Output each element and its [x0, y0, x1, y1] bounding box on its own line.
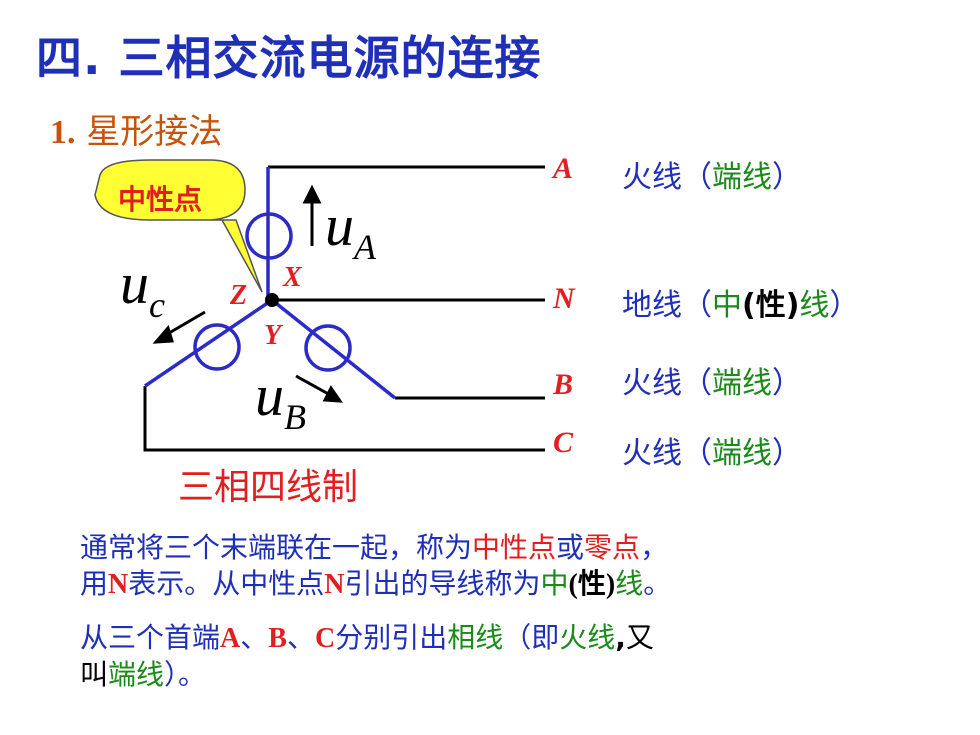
line-b-desc-3: ） [772, 366, 802, 401]
neutral-node [265, 293, 279, 307]
para1-text-5: 表示。从中性点 [128, 567, 325, 600]
line-a-desc-3: ） [772, 160, 802, 195]
terminal-c-label: C [553, 426, 574, 459]
line-b-desc-2: 端线 [712, 366, 772, 401]
coil-b [304, 324, 352, 372]
para2-text-2: 分别引出 [335, 621, 448, 654]
ua-sub: A [354, 227, 376, 267]
coil-a [245, 212, 293, 260]
line-n-desc-5: ） [829, 288, 860, 323]
line-n-desc-3: (性) [742, 288, 800, 323]
node-x-label: X [283, 262, 302, 293]
line-c-desc: 火线（端线） [622, 428, 802, 472]
para2-text-1: 从三个首端 [80, 621, 221, 654]
line-n-desc: 地线（中(性)线） [622, 280, 859, 324]
para2-term-phase: 相线 [447, 621, 504, 654]
line-b-desc-1: 火线（ [622, 366, 712, 401]
para1-symbol-n: N [108, 569, 129, 600]
para1-term-zero-point: 零点 [584, 531, 641, 564]
coil-c [193, 323, 241, 371]
para1-term-neutral-point: 中性点 [472, 531, 557, 564]
para2-text-3: （即 [503, 621, 560, 654]
line-c-desc-2: 端线 [712, 436, 772, 471]
terminal-a-label: A [553, 152, 574, 185]
wire-c [143, 386, 545, 452]
section-subtitle: 1. 星形接法 [50, 104, 222, 153]
ub-main: u [255, 363, 284, 428]
para2-term-live: 火线 [559, 621, 616, 654]
bubble-shape [94, 159, 263, 293]
para1-term-neutral-line: 中 [540, 567, 569, 600]
paragraph-neutral: 通常将三个末端联在一起，称为中性点或零点， 用N表示。从中性点N引出的导线称为中… [80, 530, 671, 603]
para1-text-3: ， [640, 531, 669, 564]
node-z-label: Z [230, 280, 248, 311]
para2-symbol-b: B [268, 623, 287, 654]
para1-text-7: 。 [643, 567, 672, 600]
para1-text-1: 通常将三个末端联在一起，称为 [80, 531, 473, 564]
line-b-desc: 火线（端线） [622, 358, 802, 402]
para2-text-5: 叫 [80, 658, 109, 691]
line-c-desc-3: ） [772, 436, 802, 471]
para1-term-paren: (性) [568, 569, 616, 600]
para2-text-4: 又 [625, 621, 654, 654]
para1-symbol-n-2: N [324, 569, 345, 600]
para2-term-terminal: 端线 [108, 658, 165, 691]
line-a-desc: 火线（端线） [622, 152, 802, 196]
para2-sep-1: 、 [240, 621, 269, 654]
arrow-ub [295, 374, 333, 398]
node-y-label: Y [264, 320, 282, 351]
line-c-desc-1: 火线（ [622, 436, 712, 471]
system-label: 三相四线制 [178, 467, 359, 508]
para2-text-6: ）。 [164, 658, 207, 691]
terminal-n-label: N [553, 282, 575, 315]
ub-sub: B [284, 397, 306, 437]
voltage-ua-label: uA [325, 192, 376, 267]
terminal-b-label: B [553, 368, 574, 401]
para1-text-6: 引出的导线称为 [344, 567, 541, 600]
page-title: 四. 三相交流电源的连接 [36, 31, 542, 85]
voltage-uc-label: uc [120, 250, 165, 325]
winding-b-lead [270, 298, 397, 400]
para2-symbol-c: C [314, 623, 336, 654]
uc-sub: c [149, 285, 165, 325]
para1-text-4: 用 [80, 567, 109, 600]
voltage-ub-label: uB [255, 362, 306, 437]
para2-symbol-a: A [220, 623, 241, 654]
paragraph-phase: 从三个首端A、B、C分别引出相线（即火线,又 叫端线）。 [80, 620, 654, 693]
para1-text-2: 或 [556, 531, 585, 564]
uc-main: u [120, 251, 149, 316]
arrow-uc [163, 310, 206, 338]
line-n-desc-4: 线 [799, 288, 830, 323]
ua-main: u [325, 193, 354, 258]
para1-term-line: 线 [615, 567, 644, 600]
voltage-arrows [152, 184, 344, 403]
subtitle-number: 1. [50, 114, 76, 151]
line-n-desc-1: 地线（ [622, 288, 712, 323]
wires [143, 165, 545, 452]
subtitle-text: 星形接法 [86, 112, 223, 152]
para2-comma: , [615, 621, 626, 654]
line-a-desc-1: 火线（ [622, 160, 712, 195]
line-n-desc-2: 中 [712, 288, 742, 323]
windings [144, 167, 397, 400]
bubble-label: 中性点 [118, 183, 203, 216]
line-a-desc-2: 端线 [712, 160, 772, 195]
winding-c-lead [144, 298, 273, 388]
para2-sep-2: 、 [286, 621, 315, 654]
